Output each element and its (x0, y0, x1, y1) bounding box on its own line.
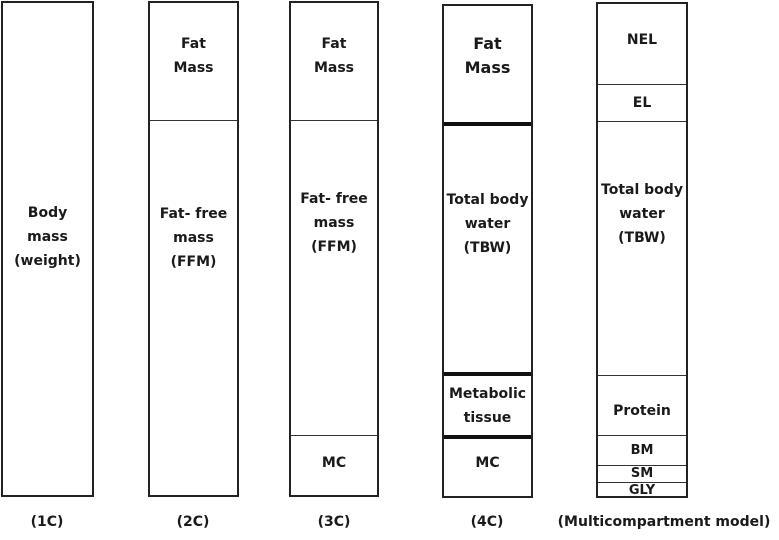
column-4c: Fat Mass Total body water (TBW) Metaboli… (442, 4, 533, 498)
label-ffm: Fat- free mass (FFM) (300, 191, 368, 255)
segment-tbw: Total body water (TBW) (598, 121, 686, 375)
segment-fat-mass: Fat Mass (150, 3, 237, 120)
caption-2c: (2C) (176, 514, 210, 530)
label-el: EL (632, 95, 652, 111)
segment-mc: MC (444, 435, 531, 496)
label-mc: MC (475, 454, 500, 471)
label-nel: NEL (626, 32, 658, 48)
caption-multicompartment: (Multicompartment model) (557, 514, 771, 530)
segment-ffm: Fat- free mass (FFM) (291, 120, 377, 435)
segment-tbw: Total body water (TBW) (444, 122, 531, 372)
label-mc: MC (321, 454, 347, 471)
label-fat-mass: Fat Mass (173, 35, 214, 76)
label-gly: GLY (628, 482, 656, 498)
segment-mc: MC (291, 435, 377, 495)
label-fat-mass: Fat Mass (464, 34, 511, 77)
label-bm: BM (630, 442, 654, 458)
label-tbw: Total body water (TBW) (601, 181, 683, 246)
caption-3c: (3C) (317, 514, 351, 530)
label-fat-mass: Fat Mass (313, 35, 355, 76)
segment-body-mass: Body mass (weight) (3, 3, 92, 495)
segment-gly: GLY (598, 482, 686, 498)
label-body-mass: Body mass (weight) (14, 205, 81, 269)
segment-el: EL (598, 84, 686, 121)
segment-bm: BM (598, 435, 686, 465)
caption-1c: (1C) (30, 514, 64, 530)
segment-fat-mass: Fat Mass (444, 6, 531, 122)
column-3c: Fat Mass Fat- free mass (FFM) MC (289, 1, 379, 497)
segment-protein: Protein (598, 375, 686, 435)
segment-fat-mass: Fat Mass (291, 3, 377, 120)
label-ffm: Fat- free mass (FFM) (159, 206, 228, 270)
label-protein: Protein (613, 402, 671, 419)
column-multicompartment: NEL EL Total body water (TBW) Protein BM… (596, 2, 688, 498)
label-tbw: Total body water (TBW) (446, 192, 529, 256)
segment-sm: SM (598, 465, 686, 482)
column-1c: Body mass (weight) (1, 1, 94, 497)
segment-metabolic-tissue: Metabolic tissue (444, 372, 531, 435)
label-sm: SM (630, 466, 654, 481)
caption-4c: (4C) (470, 514, 504, 530)
column-2c: Fat Mass Fat- free mass (FFM) (148, 1, 239, 497)
segment-nel: NEL (598, 4, 686, 84)
label-metabolic-tissue: Metabolic tissue (448, 385, 527, 426)
segment-ffm: Fat- free mass (FFM) (150, 120, 237, 495)
